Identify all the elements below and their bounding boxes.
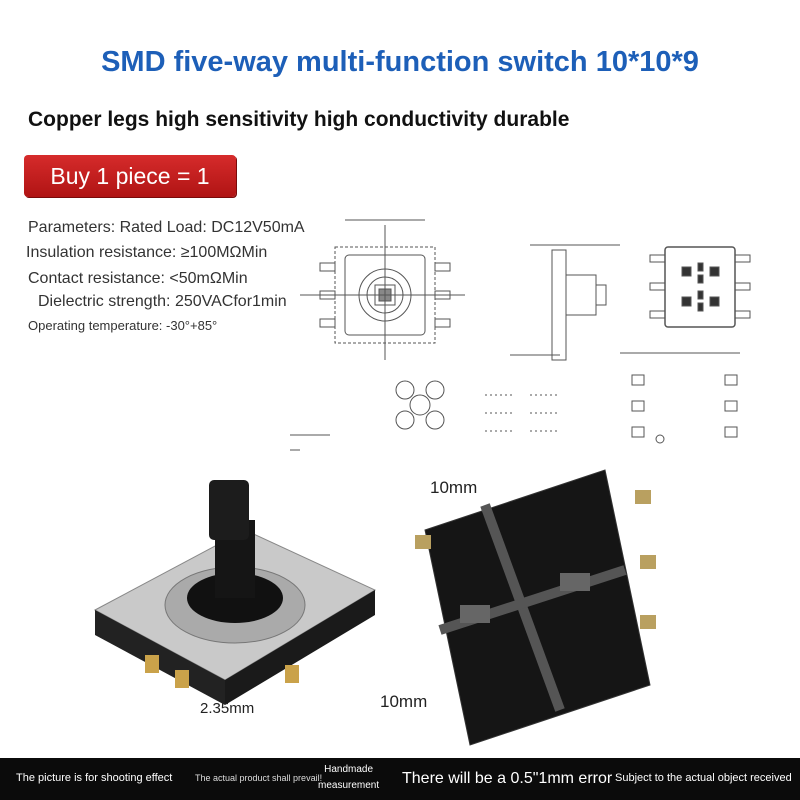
width-dimension: 10mm: [430, 478, 478, 497]
page-subtitle: Copper legs high sensitivity high conduc…: [28, 108, 570, 131]
buy-badge: Buy 1 piece = 1: [24, 155, 236, 197]
footer-handmade-line2: measurement: [318, 780, 380, 791]
footer-note-handmade: Handmade measurement: [318, 762, 379, 794]
side-view-drawing: [510, 244, 620, 361]
page-title: SMD five-way multi-function switch 10*10…: [101, 46, 699, 78]
bottom-view-drawing: [649, 246, 751, 328]
product-photo-bottom: [415, 469, 656, 746]
recommended-layout-drawing: [620, 352, 740, 444]
product-photo-side: [93, 480, 377, 705]
param-dielectric: Dielectric strength: 250VACfor1min: [38, 293, 287, 310]
param-insulation: Insulation resistance: ≥100MΩMin: [26, 244, 268, 261]
param-rated-load: Parameters: Rated Load: DC12V50mA: [28, 219, 305, 236]
param-operating-temp: Operating temperature: -30°+85°: [28, 318, 218, 333]
footer-handmade-line1: Handmade: [324, 764, 374, 775]
footer-note-prevail: The actual product shall prevail!: [195, 773, 323, 783]
pad-layout-drawing: [395, 380, 445, 430]
thickness-dimension: 2.35mm: [200, 700, 255, 717]
param-contact: Contact resistance: <50mΩMin: [28, 270, 248, 287]
front-view-drawing: [290, 434, 330, 451]
circuit-schematic: [485, 394, 560, 432]
footer-bar: The picture is for shooting effect The a…: [0, 758, 800, 800]
top-view-drawing: [300, 219, 465, 360]
footer-note-subject: Subject to the actual object received: [615, 772, 792, 784]
footer-note-error: There will be a 0.5"1mm error: [402, 770, 613, 787]
footer-note-shooting: The picture is for shooting effect: [16, 772, 173, 784]
technical-drawing: [290, 219, 751, 451]
height-dimension: 10mm: [380, 692, 428, 711]
